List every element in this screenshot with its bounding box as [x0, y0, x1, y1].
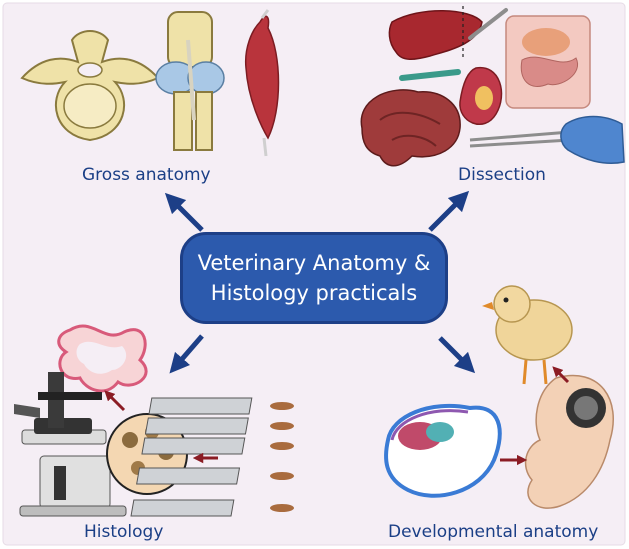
- developmental-anatomy-label: Developmental anatomy: [388, 522, 598, 542]
- dissection-label: Dissection: [458, 165, 546, 185]
- central-topic-box: Veterinary Anatomy & Histology practical…: [180, 232, 448, 324]
- central-topic-line-2: Histology practicals: [183, 278, 445, 308]
- gross-anatomy-label: Gross anatomy: [82, 165, 211, 185]
- histology-label: Histology: [84, 522, 163, 542]
- central-topic-line-1: Veterinary Anatomy &: [183, 248, 445, 278]
- abdomen-illustration: [506, 16, 590, 108]
